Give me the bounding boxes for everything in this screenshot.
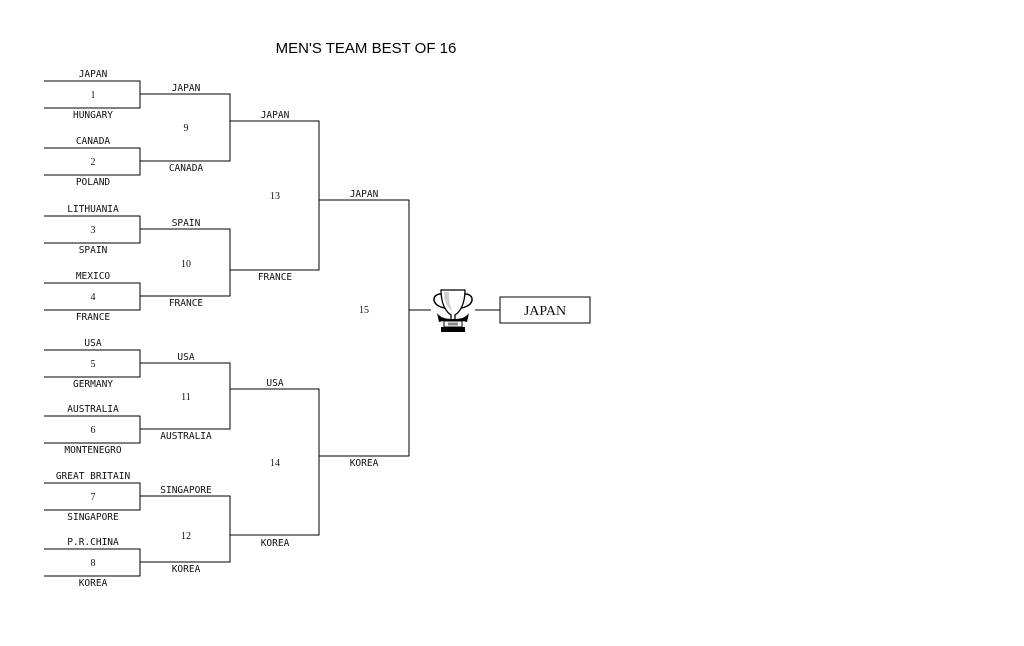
semifinal-match-14-number: 14: [270, 458, 280, 469]
final-match-15: JAPAN 15 KOREA: [319, 189, 431, 469]
semifinal-match-14-top-team: USA: [266, 378, 283, 389]
quarterfinal-match-12-top-team: SINGAPORE: [160, 485, 212, 496]
round1-match-5-number: 5: [91, 359, 96, 370]
round1-match-5-bottom-team: GERMANY: [73, 379, 113, 390]
round1-match-2-bottom-team: POLAND: [76, 177, 111, 188]
round1-match-2: CANADA 2 POLAND: [44, 136, 141, 188]
semifinal-match-13-bottom-team: FRANCE: [258, 272, 293, 283]
final-bottom-team: KOREA: [350, 458, 379, 469]
round1-match-1: JAPAN 1 HUNGARY: [44, 69, 141, 121]
quarterfinal-match-12-number: 12: [181, 531, 191, 542]
final-match-number: 15: [359, 305, 369, 316]
semifinal-match-14-bottom-team: KOREA: [261, 538, 290, 549]
round1-match-3-bottom-team: SPAIN: [79, 245, 108, 256]
round1-match-1-bottom-team: HUNGARY: [73, 110, 113, 121]
round1-match-6-top-team: AUSTRALIA: [67, 404, 119, 415]
quarterfinal-match-10: SPAIN 10 FRANCE: [140, 218, 231, 309]
bracket-title: MEN'S TEAM BEST OF 16: [276, 40, 457, 57]
round1-match-4-top-team: MEXICO: [76, 271, 111, 282]
round1-match-6: AUSTRALIA 6 MONTENEGRO: [44, 404, 141, 456]
round1-match-5: USA 5 GERMANY: [44, 338, 141, 390]
round1-match-1-top-team: JAPAN: [79, 69, 108, 80]
quarterfinal-match-9-number: 9: [184, 123, 189, 134]
round1-match-8: P.R.CHINA 8 KOREA: [44, 537, 141, 589]
quarterfinal-match-9-bottom-team: CANADA: [169, 163, 204, 174]
semifinal-match-13: JAPAN 13 FRANCE: [230, 110, 320, 283]
round1-match-5-top-team: USA: [84, 338, 101, 349]
quarterfinal-match-10-bottom-team: FRANCE: [169, 298, 204, 309]
round1-match-7-number: 7: [91, 492, 96, 503]
quarterfinal-match-11-bottom-team: AUSTRALIA: [160, 431, 212, 442]
round1-match-4-bottom-team: FRANCE: [76, 312, 111, 323]
round1-match-4-number: 4: [91, 292, 96, 303]
champion-box: JAPAN: [499, 296, 591, 324]
semifinal-match-13-number: 13: [270, 191, 280, 202]
trophy-icon: [433, 289, 473, 332]
quarterfinal-match-11-number: 11: [181, 392, 191, 403]
round1-match-7-top-team: GREAT BRITAIN: [56, 471, 131, 482]
semifinal-match-14: USA 14 KOREA: [230, 378, 320, 549]
round1-match-6-bottom-team: MONTENEGRO: [64, 445, 121, 456]
semifinal-match-13-top-team: JAPAN: [261, 110, 290, 121]
round1-match-1-number: 1: [91, 90, 96, 101]
round1-match-6-number: 6: [91, 425, 96, 436]
quarterfinal-match-9: JAPAN 9 CANADA: [140, 83, 231, 174]
round1-match-2-number: 2: [91, 157, 96, 168]
round1-match-3-top-team: LITHUANIA: [67, 204, 119, 215]
quarterfinal-match-12: SINGAPORE 12 KOREA: [140, 485, 231, 575]
champion-name: JAPAN: [524, 304, 566, 319]
quarterfinal-match-12-bottom-team: KOREA: [172, 564, 201, 575]
round1-match-7: GREAT BRITAIN 7 SINGAPORE: [44, 471, 141, 523]
round1-match-8-number: 8: [91, 558, 96, 569]
round1-match-8-top-team: P.R.CHINA: [67, 537, 119, 548]
quarterfinal-match-11: USA 11 AUSTRALIA: [140, 352, 231, 442]
round1-match-3-number: 3: [91, 225, 96, 236]
round1-match-7-bottom-team: SINGAPORE: [67, 512, 119, 523]
round1-match-2-top-team: CANADA: [76, 136, 111, 147]
quarterfinal-match-9-top-team: JAPAN: [172, 83, 201, 94]
final-top-team: JAPAN: [350, 189, 379, 200]
quarterfinal-match-10-number: 10: [181, 259, 191, 270]
round1-match-4: MEXICO 4 FRANCE: [44, 271, 141, 323]
quarterfinal-match-11-top-team: USA: [177, 352, 194, 363]
round1-match-3: LITHUANIA 3 SPAIN: [44, 204, 141, 256]
round1-match-8-bottom-team: KOREA: [79, 578, 108, 589]
quarterfinal-match-10-top-team: SPAIN: [172, 218, 201, 229]
